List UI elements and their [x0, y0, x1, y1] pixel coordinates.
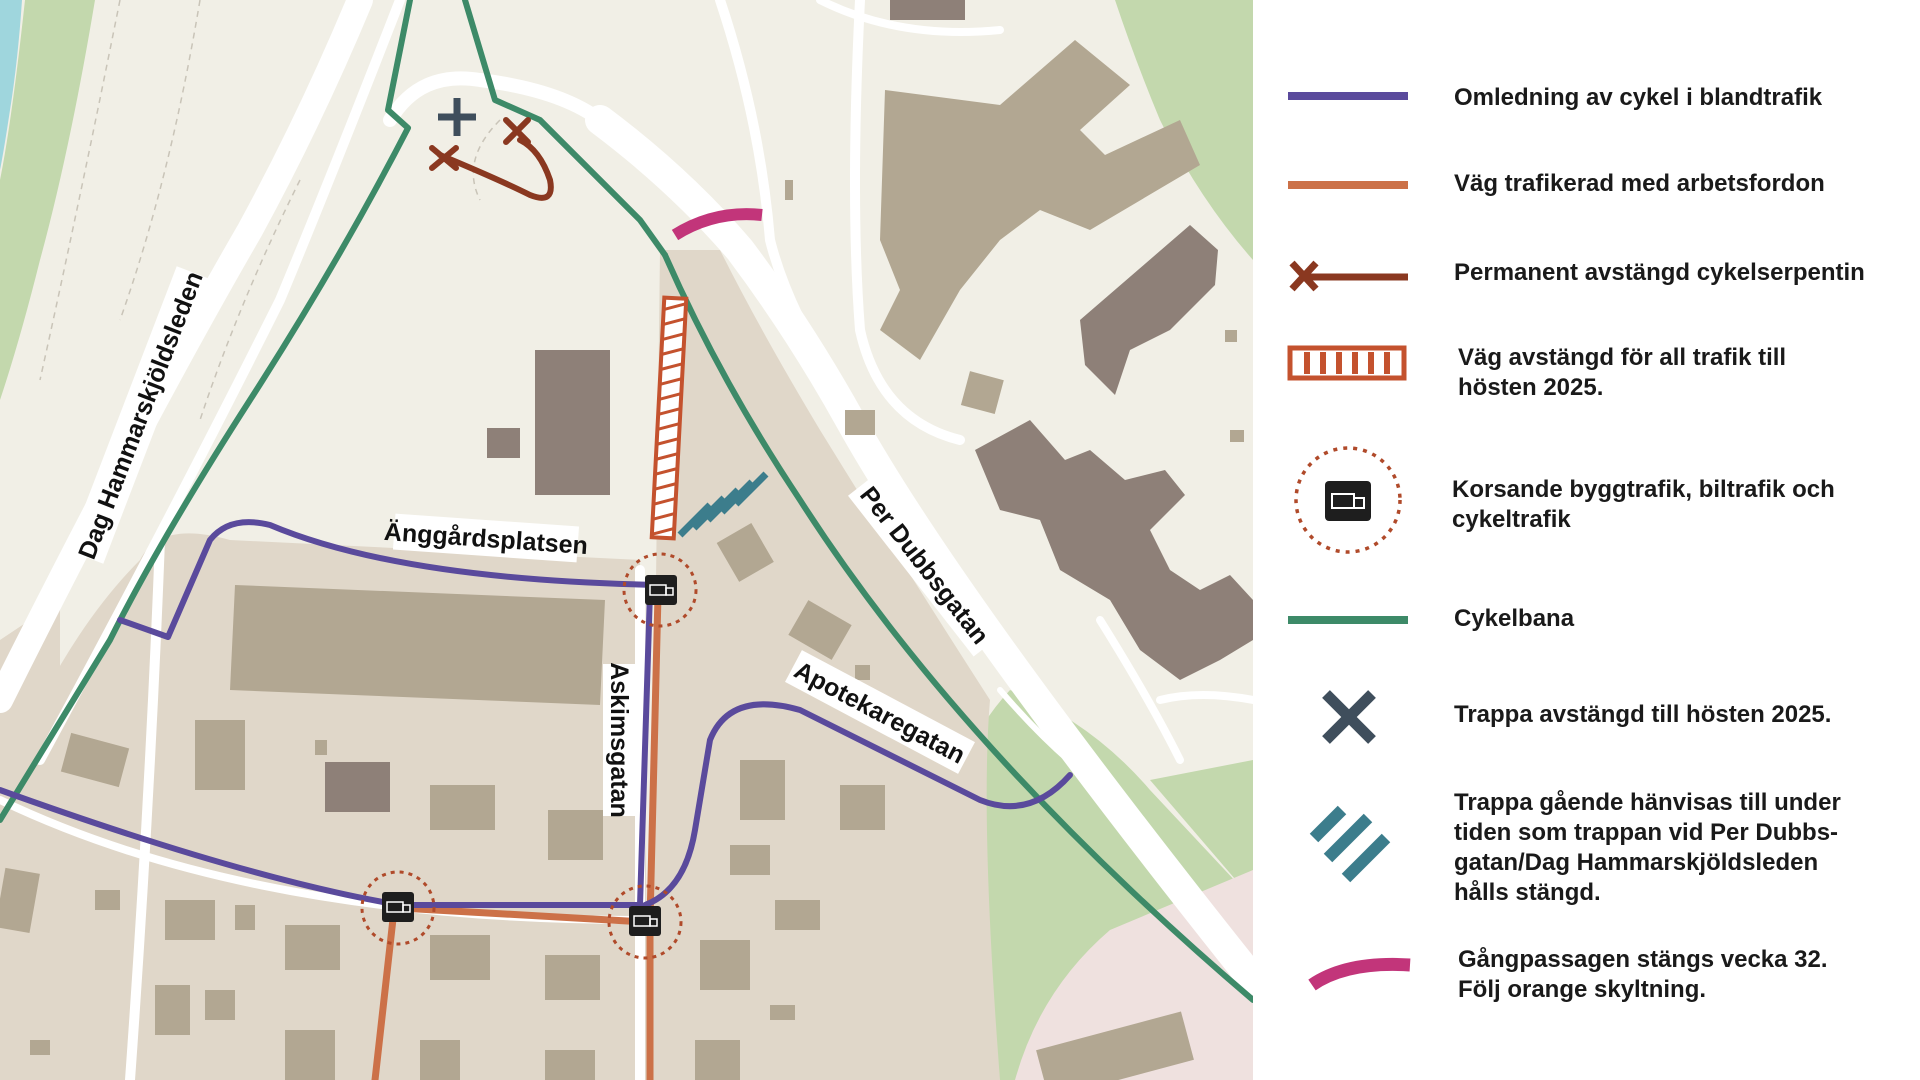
park-area-west — [0, 0, 95, 400]
hatched-bar-icon — [1287, 345, 1407, 381]
map-area[interactable]: Dag Hammarskjöldsleden Änggårdsplatsen A… — [0, 0, 1253, 1080]
serpentine-closed — [429, 117, 554, 201]
legend-label-detour: Omledning av cykel i blandtrafik — [1454, 84, 1823, 111]
street-label-anggardsplatsen: Änggårdsplatsen — [383, 513, 589, 563]
closed-road-hatched — [649, 295, 689, 541]
legend-item-closed-road: Väg avstängd för all trafik till hösten … — [1262, 343, 1920, 413]
legend-label-serpentine: Permanent avstängd cykelserpentin — [1454, 259, 1865, 286]
legend-label-bike-path: Cykelbana — [1454, 605, 1575, 632]
orange-line-icon — [1288, 181, 1408, 189]
bike-paths — [0, 0, 1253, 1003]
legend-item-passage: Gångpassagen stängs vecka 32. Följ orang… — [1262, 945, 1920, 1015]
legend-label-stairs-redirect: Trappa gående hänvisas till under tiden … — [1454, 789, 1841, 906]
legend-item-work-road: Väg trafikerad med arbetsfordon — [1262, 165, 1920, 205]
passage-closed-marker — [671, 208, 763, 241]
green-line-icon — [1288, 616, 1408, 624]
work-roads — [371, 591, 662, 1080]
map-canvas: Dag Hammarskjöldsleden Änggårdsplatsen A… — [0, 0, 1253, 1080]
buildings — [0, 40, 1244, 1080]
red-cross-line-icon — [1289, 260, 1408, 292]
gray-cross-icon — [1322, 690, 1376, 744]
stairs-closed-cross — [438, 98, 476, 136]
legend-label-stairs-closed: Trappa avstängd till hösten 2025. — [1454, 701, 1832, 728]
crossing-marker-1 — [622, 552, 698, 628]
legend-item-bike-path: Cykelbana — [1262, 600, 1920, 640]
street-label-askimsgatan: Askimsgatan — [603, 662, 637, 818]
water-area — [0, 0, 22, 170]
legend-item-crossing: Korsande byggtrafik, biltrafik och cykel… — [1262, 445, 1920, 555]
purple-line-icon — [1288, 92, 1408, 100]
legend-label-closed-road: Väg avstängd för all trafik till hösten … — [1458, 344, 1787, 401]
legend-label-work-road: Väg trafikerad med arbetsfordon — [1454, 170, 1825, 197]
park-area-east — [1150, 760, 1253, 900]
buildings-dark — [325, 0, 1253, 812]
legend-item-stairs-closed: Trappa avstängd till hösten 2025. — [1262, 688, 1920, 748]
crossing-marker-2 — [360, 870, 436, 946]
legend-label-passage: Gångpassagen stängs vecka 32. Följ orang… — [1458, 946, 1828, 1003]
legend-item-serpentine: Permanent avstängd cykelserpentin — [1262, 255, 1920, 295]
magenta-arc-icon — [1308, 957, 1411, 991]
legend-label-crossing: Korsande byggtrafik, biltrafik och cykel… — [1452, 476, 1835, 533]
legend-item-stairs-redirect: Trappa gående hänvisas till under tiden … — [1262, 788, 1920, 918]
legend-item-detour: Omledning av cykel i blandtrafik — [1262, 80, 1920, 120]
map-legend: Omledning av cykel i blandtrafik Väg tra… — [1262, 0, 1920, 1080]
footpaths — [39, 0, 501, 421]
stairs-redirect-marker — [677, 471, 769, 538]
teal-stripes-icon — [1309, 805, 1391, 883]
truck-circle-icon — [1294, 446, 1402, 554]
svg-text:Askimsgatan: Askimsgatan — [605, 662, 633, 818]
crossing-marker-3 — [607, 884, 683, 960]
road-network — [0, 0, 1253, 1080]
